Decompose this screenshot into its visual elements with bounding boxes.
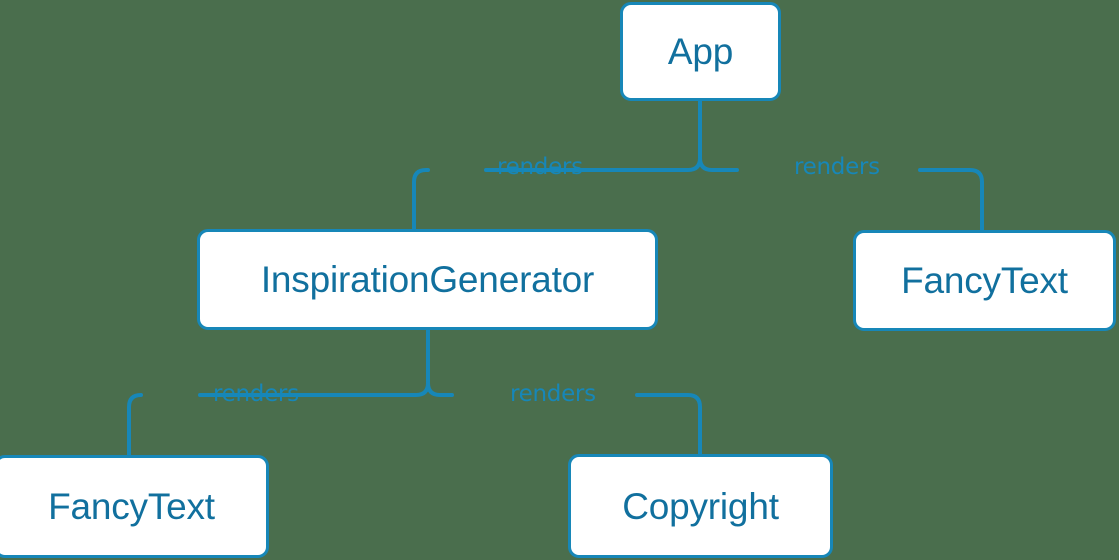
node-fancytext-right[interactable]: FancyText <box>853 230 1116 331</box>
node-label-fancytext-bottom: FancyText <box>48 486 215 527</box>
node-label-inspiration-generator: InspirationGenerator <box>260 259 595 300</box>
node-inspiration-generator[interactable]: InspirationGenerator <box>197 229 658 330</box>
edge-label-inspiration-generator-to-fancytext-bottom: renders <box>213 381 299 407</box>
node-app[interactable]: App <box>620 2 781 101</box>
node-label-app: App <box>667 31 734 72</box>
edge-inspiration-generator-to-copyright <box>635 393 702 456</box>
edge-app-trunk-right <box>698 156 739 172</box>
edge-label-app-to-fancytext-right: renders <box>794 154 880 180</box>
edge-inspiration-generator-to-fancytext-bottom <box>127 393 143 457</box>
node-label-copyright: Copyright <box>622 485 779 527</box>
edge-label-inspiration-generator-to-copyright: renders <box>510 381 596 407</box>
edge-app-to-inspiration-generator <box>412 168 430 231</box>
edge-app-to-fancytext-right <box>918 168 984 232</box>
node-copyright[interactable]: Copyright <box>568 454 833 558</box>
edge-label-app-to-inspiration-generator: renders <box>497 154 583 180</box>
node-fancytext-bottom[interactable]: FancyText <box>0 455 269 558</box>
edge-inspiration-generator-trunk-right <box>426 381 454 397</box>
node-label-fancytext-right: FancyText <box>901 260 1068 301</box>
